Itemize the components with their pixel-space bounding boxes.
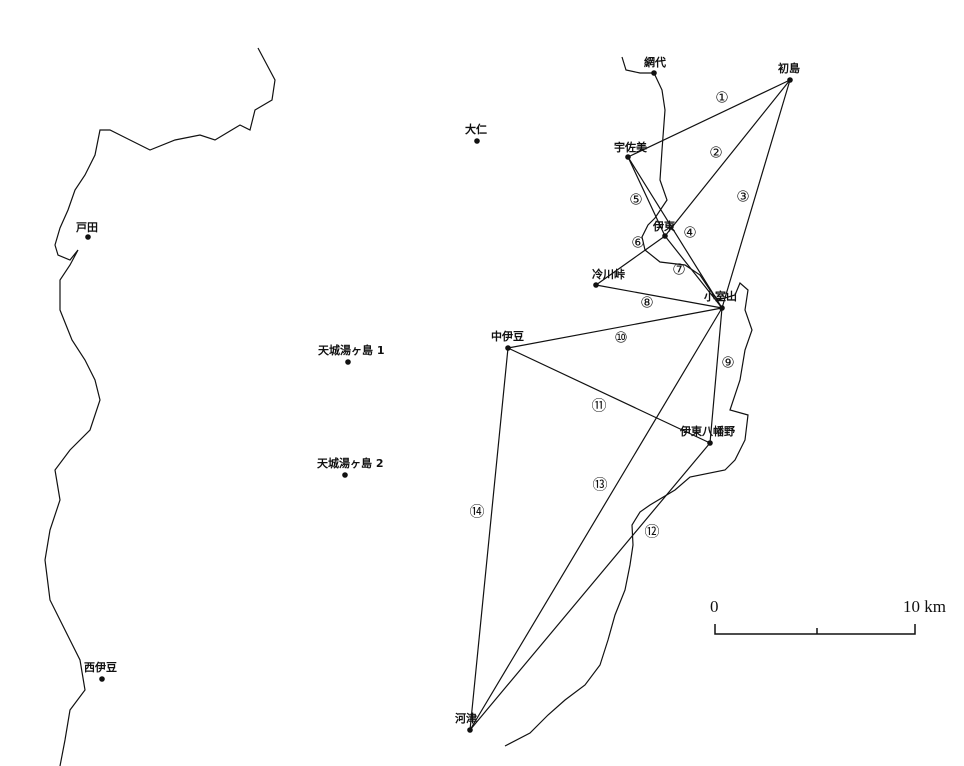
route-line	[664, 235, 723, 309]
place-label: 中伊豆	[491, 329, 524, 343]
route-label: ①	[715, 89, 728, 107]
route-line	[627, 79, 791, 158]
west-coastline	[44, 47, 276, 766]
route-label: ⑤	[629, 191, 642, 209]
place-marker	[342, 472, 348, 478]
place-marker	[85, 234, 91, 240]
east-coastline	[504, 56, 753, 747]
scale-bar: 0 10 km	[710, 597, 946, 635]
place-label: 小室山	[703, 289, 737, 303]
place-label: 河津	[455, 711, 477, 725]
route-line	[469, 442, 711, 731]
place-label: 戸田	[76, 221, 98, 234]
route-line	[469, 307, 723, 731]
place-marker	[467, 727, 473, 733]
place-marker	[651, 70, 657, 76]
place-marker	[593, 282, 599, 288]
place-label: 天城湯ヶ島 1	[318, 343, 384, 357]
route-line	[595, 235, 666, 286]
place-label: 天城湯ヶ島 2	[317, 456, 383, 470]
place-marker	[99, 676, 105, 682]
place-label: 伊東八幡野	[679, 424, 735, 438]
place-label: 西伊豆	[84, 660, 117, 674]
scale-start-label: 0	[710, 597, 719, 616]
place-marker	[707, 440, 713, 446]
route-label: ⑬	[592, 476, 607, 494]
routes-layer: ① ② ③ ④ ⑤ ⑥ ⑦ ⑧ ⑨ ⑩ ⑪ ⑫ ⑬ ⑭	[469, 79, 791, 731]
place-marker	[787, 77, 793, 83]
place-marker	[474, 138, 480, 144]
place-label: 冷川峠	[592, 267, 625, 281]
scale-end-label: 10 km	[903, 597, 946, 616]
route-line	[664, 79, 791, 237]
place-marker	[505, 345, 511, 351]
route-label: ⑭	[469, 503, 484, 521]
place-marker	[719, 305, 725, 311]
route-label: ⑥	[631, 234, 644, 252]
place-marker	[625, 154, 631, 160]
route-label: ⑪	[591, 397, 606, 415]
route-line	[721, 79, 791, 309]
route-label: ⑫	[644, 523, 659, 541]
place-label: 網代	[644, 55, 666, 69]
route-label: ⑨	[721, 354, 734, 372]
route-line	[595, 284, 723, 309]
route-label: ④	[683, 224, 696, 242]
route-line	[507, 347, 711, 444]
route-line	[507, 307, 723, 349]
place-marker	[662, 233, 668, 239]
route-label: ②	[709, 144, 722, 162]
place-label: 大仁	[465, 122, 487, 136]
route-label: ⑧	[640, 294, 653, 312]
route-line	[627, 156, 723, 309]
route-line	[469, 347, 509, 731]
place-label: 初島	[778, 61, 800, 75]
route-label: ⑩	[614, 329, 627, 347]
route-label: ⑦	[672, 261, 685, 279]
route-line	[709, 307, 723, 444]
place-label: 宇佐美	[614, 140, 648, 154]
place-marker	[345, 359, 351, 365]
place-label: 伊東	[652, 219, 676, 233]
route-label: ③	[736, 188, 749, 206]
route-line	[627, 156, 666, 237]
